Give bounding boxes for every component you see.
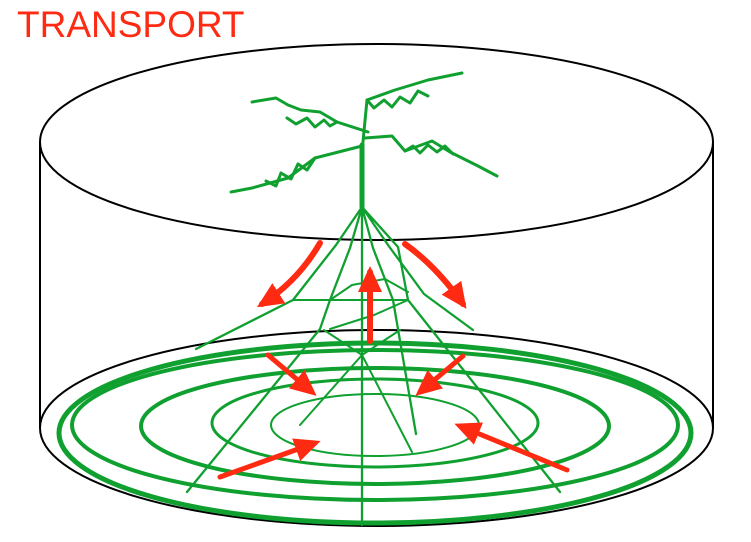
arrow-down-left <box>256 240 323 308</box>
ring-third <box>139 366 611 486</box>
ring-fourth <box>210 377 540 469</box>
crown-branches <box>229 71 499 194</box>
arrow-lower-right <box>454 422 570 473</box>
arrow-down-right <box>402 241 467 309</box>
crown-wiggles <box>264 89 455 188</box>
cylinder-outline <box>39 43 714 527</box>
cylinder-top-rim <box>39 43 714 241</box>
stem-fan-lines <box>185 205 562 527</box>
arrow-inward-left <box>265 352 317 396</box>
root-rings <box>56 340 694 526</box>
inner-fan-lines <box>299 329 413 453</box>
plant-structure <box>185 71 562 527</box>
arrow-inward-right <box>415 353 466 396</box>
mid-band <box>292 278 409 330</box>
transport-arrows <box>217 240 570 480</box>
ring-outer <box>56 340 694 526</box>
cylinder-bottom-rim <box>39 329 714 527</box>
arrow-lower-left <box>217 438 321 480</box>
ring-second <box>70 348 680 502</box>
page-title: TRANSPORT <box>17 4 245 45</box>
